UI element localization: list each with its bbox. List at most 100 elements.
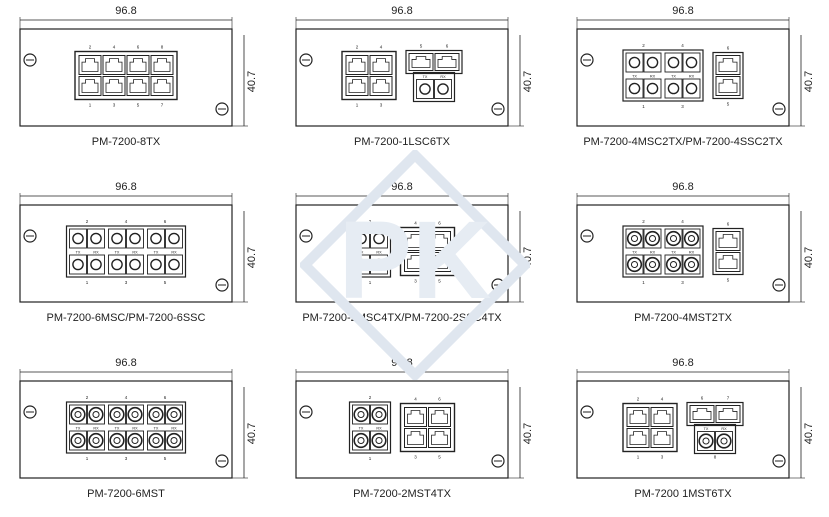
height-dimension-label: 40.7 xyxy=(803,247,815,268)
rj45-port-icon xyxy=(715,76,741,96)
sc-fiber-port-icon xyxy=(126,254,144,275)
port-number-label: 4 xyxy=(681,219,684,224)
sc-fiber-port-icon xyxy=(69,228,87,249)
port-number-label: 5 xyxy=(164,456,167,461)
port-number-label: 2 xyxy=(642,43,645,48)
port-block-frame xyxy=(65,225,187,278)
port-block-frame xyxy=(65,401,187,454)
sc-fiber-port-icon xyxy=(643,78,662,99)
port-block-frame xyxy=(712,227,744,276)
port-number-label: 3 xyxy=(380,103,383,108)
port-number-label: 3 xyxy=(113,103,116,108)
tx-label: TX xyxy=(423,75,428,79)
faceplate-outline xyxy=(19,28,233,127)
st-fiber-port-icon xyxy=(165,430,183,451)
rx-label: RX xyxy=(376,427,382,431)
rx-label: RX xyxy=(93,251,99,255)
tx-label: TX xyxy=(115,427,120,431)
sc-fiber-port-icon xyxy=(87,228,105,249)
port-number-label: 4 xyxy=(380,45,383,50)
st-fiber-port-icon xyxy=(664,254,683,275)
rj45-port-icon xyxy=(345,55,369,75)
port-number-label: 3 xyxy=(681,104,684,109)
height-dimension-label: 40.7 xyxy=(246,247,258,268)
rj45-port-icon xyxy=(404,407,427,427)
port-number-label: 4 xyxy=(681,43,684,48)
rj45-port-icon xyxy=(428,252,451,272)
st-fiber-port-icon xyxy=(352,430,370,451)
tx-label: TX xyxy=(632,75,637,79)
height-dimension-label: 40.7 xyxy=(522,71,534,92)
tx-label: TX xyxy=(76,251,81,255)
width-dimension-label: 96.8 xyxy=(115,5,136,17)
faceplate-outline xyxy=(295,28,509,127)
rj45-port-icon xyxy=(650,428,674,448)
rj45-port-icon xyxy=(369,76,393,96)
port-number-label: 8 xyxy=(714,455,717,460)
st-fiber-port-icon xyxy=(165,404,183,425)
sc-fiber-port-icon xyxy=(370,254,388,275)
rx-label: RX xyxy=(650,251,656,255)
rj45-port-icon xyxy=(428,231,451,251)
port-number-label: 5 xyxy=(164,280,167,285)
tx-label: TX xyxy=(154,251,159,255)
st-fiber-port-icon xyxy=(625,254,644,275)
rj45-port-icon xyxy=(715,405,741,423)
port-number-label: 5 xyxy=(727,278,730,283)
sc-fiber-port-icon xyxy=(126,228,144,249)
module-caption: PM-7200-2MST4TX xyxy=(353,488,451,500)
port-number-label: 4 xyxy=(125,395,128,400)
tx-label: TX xyxy=(671,251,676,255)
sc-fiber-port-icon xyxy=(625,78,644,99)
port-number-label: 2 xyxy=(369,395,372,400)
height-dimension-label: 40.7 xyxy=(522,423,534,444)
port-number-label: 1 xyxy=(356,103,359,108)
module-caption: PM-7200-2MSC4TX/PM-7200-2SSC4TX xyxy=(302,312,502,324)
port-number-label: 2 xyxy=(86,395,89,400)
port-number-label: 3 xyxy=(125,280,128,285)
port-block-frame xyxy=(693,423,737,455)
rj45-port-icon xyxy=(78,76,102,96)
st-fiber-port-icon xyxy=(682,254,701,275)
port-number-label: 1 xyxy=(86,280,89,285)
module-caption: PM-7200-6MST xyxy=(87,488,165,500)
port-number-label: 6 xyxy=(727,222,730,227)
module-caption: PM-7200-8TX xyxy=(92,136,161,148)
faceplate-outline xyxy=(295,204,509,303)
port-number-label: 5 xyxy=(438,455,441,460)
rx-label: RX xyxy=(132,427,138,431)
tx-label: TX xyxy=(704,427,709,431)
st-fiber-port-icon xyxy=(697,431,715,451)
st-fiber-port-icon xyxy=(69,404,87,425)
sc-fiber-port-icon xyxy=(165,228,183,249)
rj45-port-icon xyxy=(715,252,741,272)
height-dimension-label: 40.7 xyxy=(803,423,815,444)
st-fiber-port-icon xyxy=(108,430,126,451)
rj45-port-icon xyxy=(150,76,174,96)
rj45-port-icon xyxy=(428,407,451,427)
port-number-label: 5 xyxy=(727,102,730,107)
rj45-port-icon xyxy=(126,55,150,75)
rx-label: RX xyxy=(440,75,446,79)
st-fiber-port-icon xyxy=(147,430,165,451)
rj45-port-icon xyxy=(650,407,674,427)
rj45-port-icon xyxy=(428,428,451,448)
sc-fiber-port-icon xyxy=(625,52,644,73)
port-number-label: 2 xyxy=(642,219,645,224)
port-block-frame xyxy=(399,402,456,453)
rj45-port-icon xyxy=(150,55,174,75)
rj45-port-icon xyxy=(434,53,460,71)
port-block-frame xyxy=(622,49,704,102)
faceplate-outline xyxy=(295,380,509,479)
sc-fiber-port-icon xyxy=(69,254,87,275)
st-fiber-port-icon xyxy=(643,254,662,275)
sc-fiber-port-icon xyxy=(370,228,388,249)
port-number-label: 1 xyxy=(86,456,89,461)
rx-label: RX xyxy=(93,427,99,431)
module-caption: PM-7200-4MST2TX xyxy=(634,312,732,324)
port-block-frame xyxy=(405,49,463,75)
height-dimension-label: 40.7 xyxy=(522,247,534,268)
